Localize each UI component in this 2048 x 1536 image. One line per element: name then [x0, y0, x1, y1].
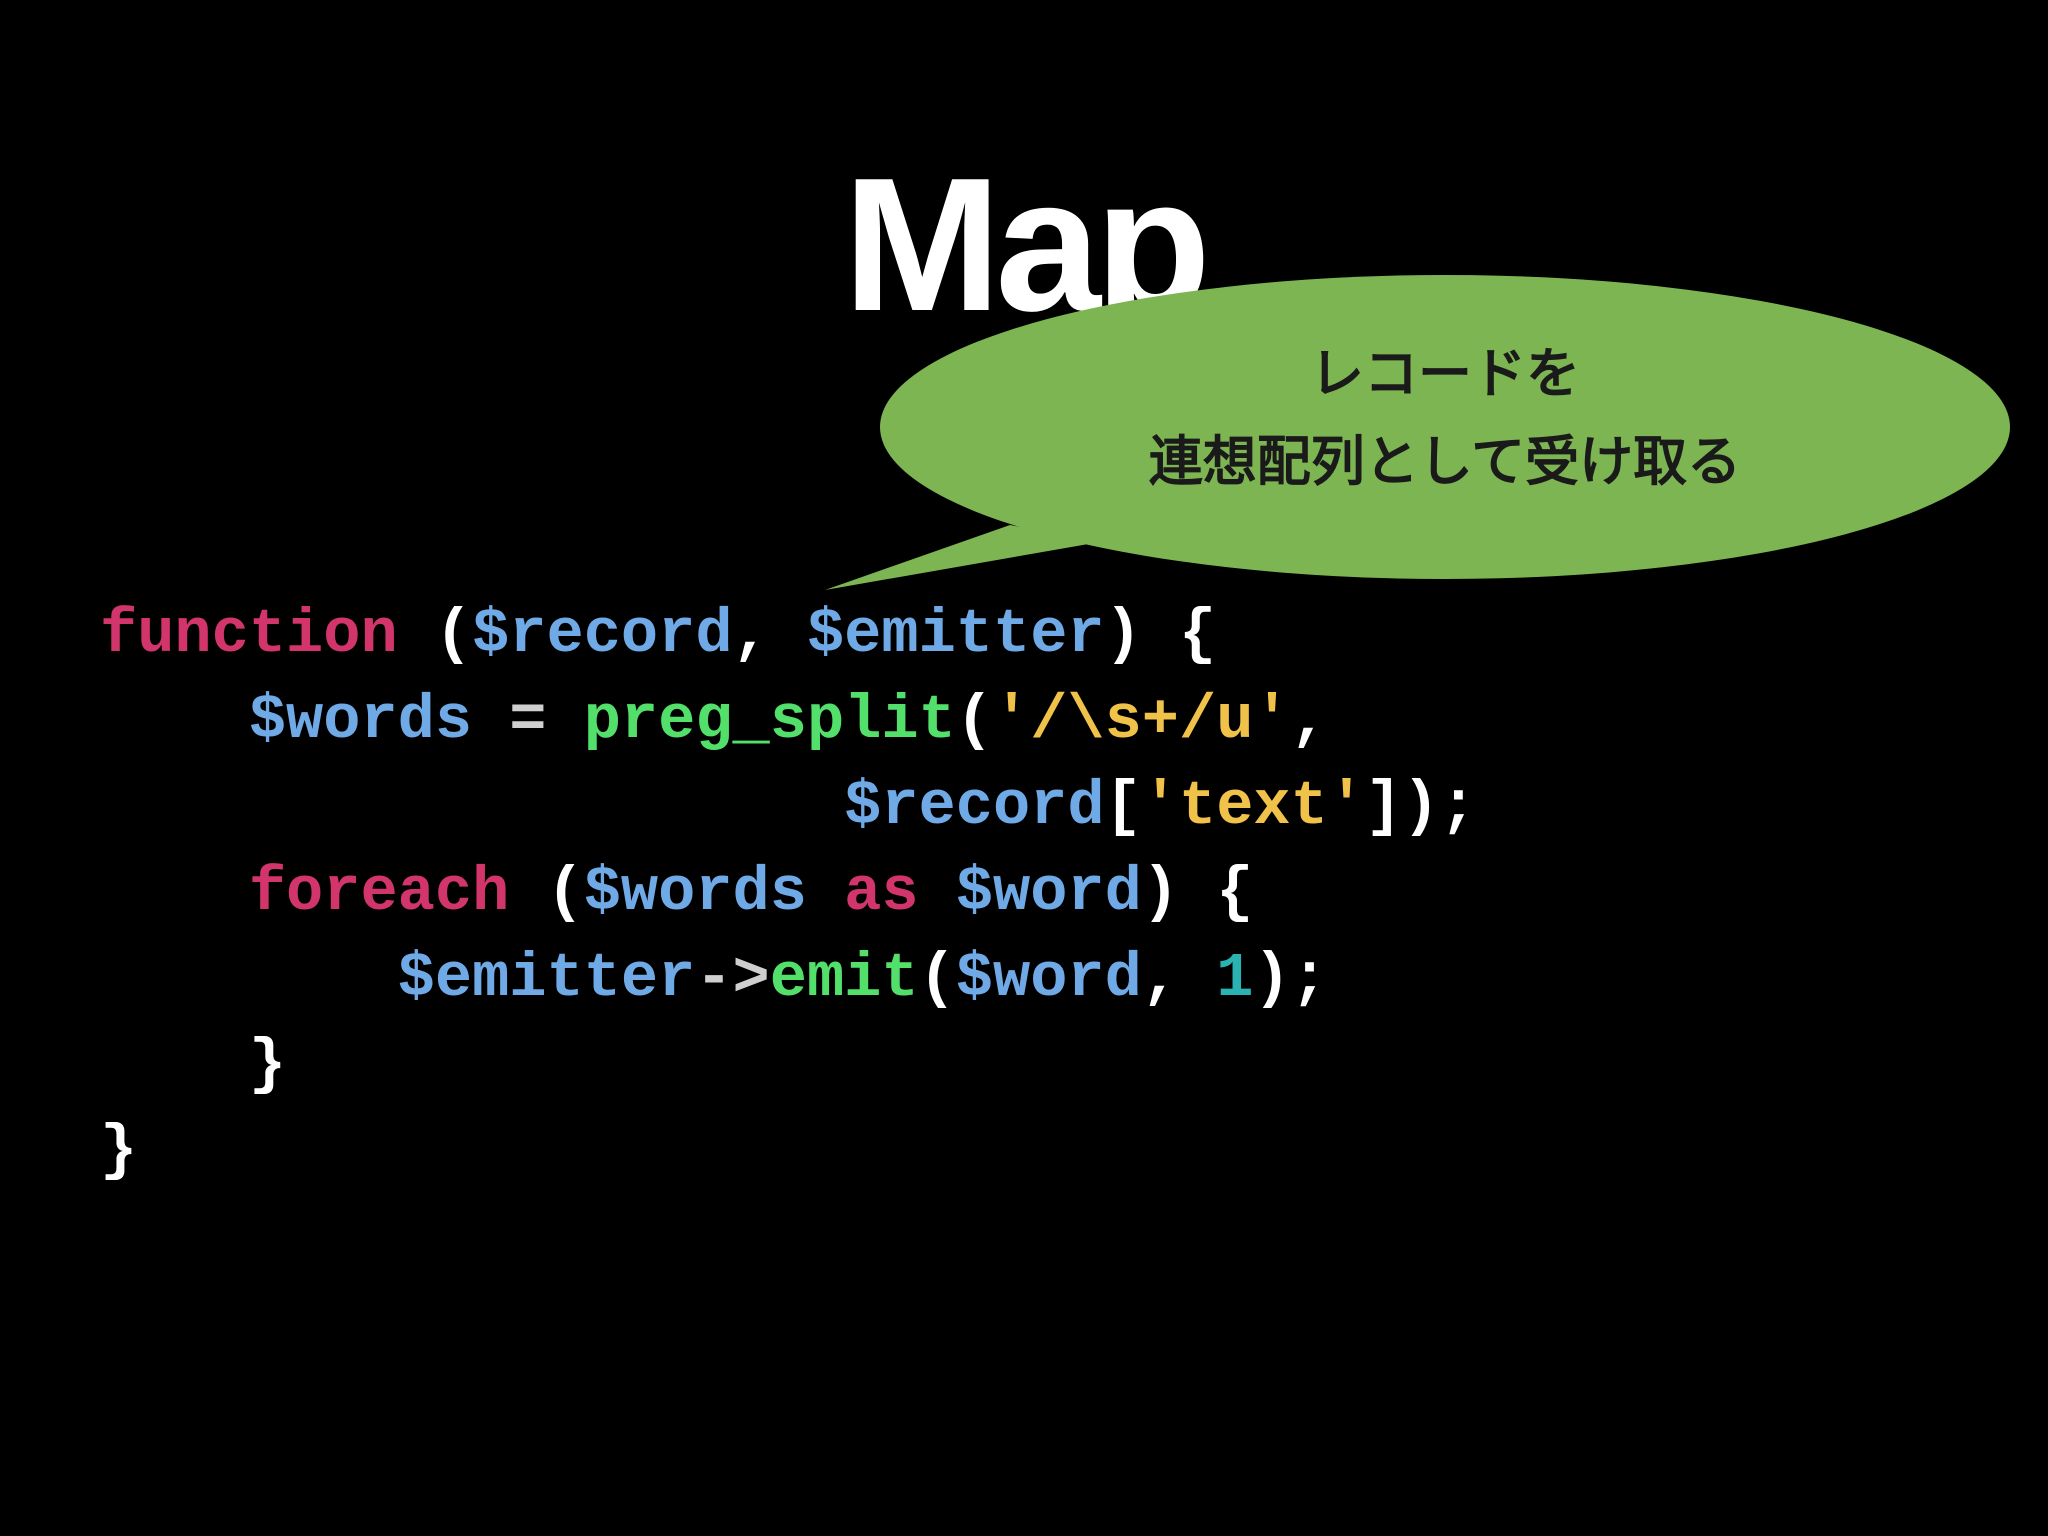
number-literal: 1: [1216, 943, 1254, 1014]
arrow-operator: ->: [695, 943, 770, 1014]
brace-close: }: [100, 1115, 138, 1186]
callout-line-1: レコードを: [1310, 342, 1580, 405]
code-line-3: $record['text']);: [100, 764, 1477, 850]
code-line-5: $emitter->emit($word, 1);: [100, 936, 1477, 1022]
keyword-as: as: [844, 857, 919, 928]
var-emitter: $emitter: [397, 943, 696, 1014]
speech-bubble-body: [880, 275, 2010, 579]
code-line-6: }: [100, 1022, 1477, 1108]
paren-close: );: [1253, 943, 1328, 1014]
var-words: $words: [583, 857, 807, 928]
code-block: function ($record, $emitter) { $words = …: [100, 592, 1477, 1194]
indent: [100, 771, 844, 842]
indent: [100, 685, 249, 756]
indent: [100, 857, 249, 928]
code-line-2: $words = preg_split('/\s+/u',: [100, 678, 1477, 764]
code-line-1: function ($record, $emitter) {: [100, 592, 1477, 678]
paren-close-brace: ) {: [1104, 599, 1217, 670]
var-word: $word: [955, 857, 1142, 928]
comma: ,: [1290, 685, 1328, 756]
code-line-7: }: [100, 1108, 1477, 1194]
var-emitter: $emitter: [806, 599, 1105, 670]
paren-open: (: [397, 599, 473, 670]
space: [807, 857, 844, 928]
bracket-close: ]);: [1365, 771, 1477, 842]
paren-close-brace: ) {: [1141, 857, 1254, 928]
keyword-function: function: [100, 599, 398, 670]
bracket-open: [: [1104, 771, 1142, 842]
space: [919, 857, 956, 928]
code-line-4: foreach ($words as $word) {: [100, 850, 1477, 936]
callout-line-2: 連想配列として受け取る: [1148, 430, 1742, 493]
paren-open: (: [918, 943, 956, 1014]
speech-bubble-tail: [825, 525, 1100, 590]
indent: [100, 1029, 249, 1100]
paren-open: (: [955, 685, 993, 756]
var-words: $words: [248, 685, 473, 756]
regex-string: '/\s+/u': [992, 685, 1291, 756]
var-record: $record: [844, 771, 1105, 842]
comma: ,: [732, 599, 807, 670]
var-word: $word: [955, 943, 1142, 1014]
brace-close: }: [248, 1029, 287, 1100]
method-emit: emit: [769, 943, 919, 1014]
keyword-foreach: foreach: [248, 857, 510, 928]
callout-text: レコードを 連想配列として受け取る: [1000, 330, 1890, 506]
paren-open: (: [509, 857, 584, 928]
key-string: 'text': [1141, 771, 1366, 842]
var-record: $record: [472, 599, 733, 670]
function-preg-split: preg_split: [583, 685, 956, 756]
comma: ,: [1141, 943, 1217, 1014]
indent: [100, 943, 398, 1014]
assign-operator: =: [472, 685, 584, 756]
